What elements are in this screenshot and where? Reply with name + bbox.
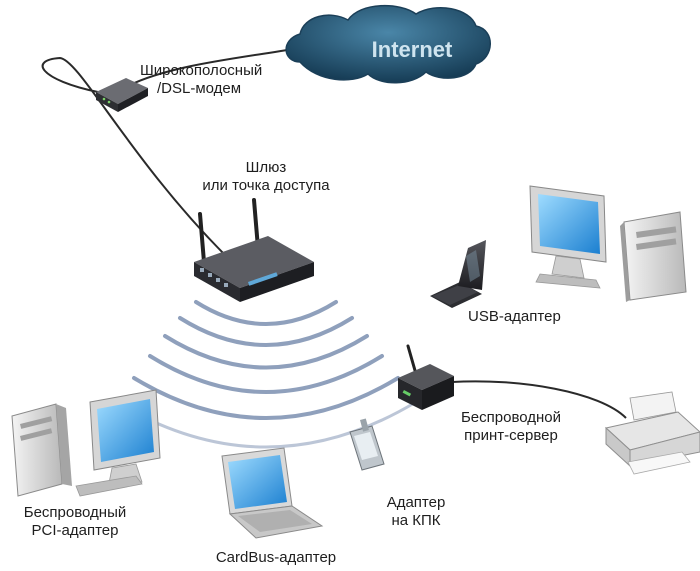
wave-arc (194, 300, 338, 326)
cloud-icon: Internet (285, 4, 491, 84)
print-server-label: Беспроводной принт-сервер (448, 409, 574, 445)
usb-adapter-label-line: USB-адаптер (468, 308, 561, 325)
print-server-icon (398, 344, 454, 410)
cloud-label: Internet (372, 37, 453, 62)
pci-adapter-label-line: Беспроводный (23, 504, 127, 521)
modem-icon (96, 78, 148, 112)
printer-icon (604, 391, 700, 475)
pci-adapter-label-line: PCI-адаптер (31, 522, 119, 539)
usb-adapter-label: USB-адаптер (468, 308, 561, 326)
pci-adapter-label: Беспроводный PCI-адаптер (12, 504, 138, 540)
modem-label: Широкополосный /DSL-модем (140, 62, 262, 98)
wave-arc (178, 316, 354, 347)
pda-adapter-label-line: на КПК (391, 512, 441, 529)
laptop-icon (221, 447, 324, 539)
wave-arc (148, 354, 384, 394)
gateway-label-line: Шлюз (245, 159, 287, 176)
gateway-label: Шлюз или точка доступа (181, 159, 351, 195)
cardbus-adapter-label: CardBus-адаптер (194, 549, 358, 567)
pda-adapter-label: Адаптер на КПК (376, 494, 456, 530)
wave-arc (132, 376, 400, 420)
pda-icon (349, 418, 385, 471)
cable-modem-cloud (127, 47, 301, 87)
wave-arc (163, 334, 369, 370)
cardbus-adapter-label-line: CardBus-адаптер (215, 549, 337, 566)
desktop-pc-icon (529, 185, 687, 302)
pda-adapter-label-line: Адаптер (386, 494, 446, 511)
print-server-label-line: Беспроводной (460, 409, 562, 426)
cable-modem-router (41, 56, 229, 259)
wireless-waves (114, 300, 418, 449)
cables (41, 47, 627, 419)
modem-label-line: Широкополосный (140, 62, 263, 79)
modem-label-line: /DSL-модем (157, 80, 242, 97)
cable-printserver-printer (451, 380, 627, 419)
usb-adapter-icon (430, 240, 486, 308)
desktop-pc-icon (11, 389, 161, 497)
print-server-label-line: принт-сервер (464, 427, 558, 444)
gateway-label-line: или точка доступа (202, 177, 330, 194)
router-icon (194, 198, 314, 302)
